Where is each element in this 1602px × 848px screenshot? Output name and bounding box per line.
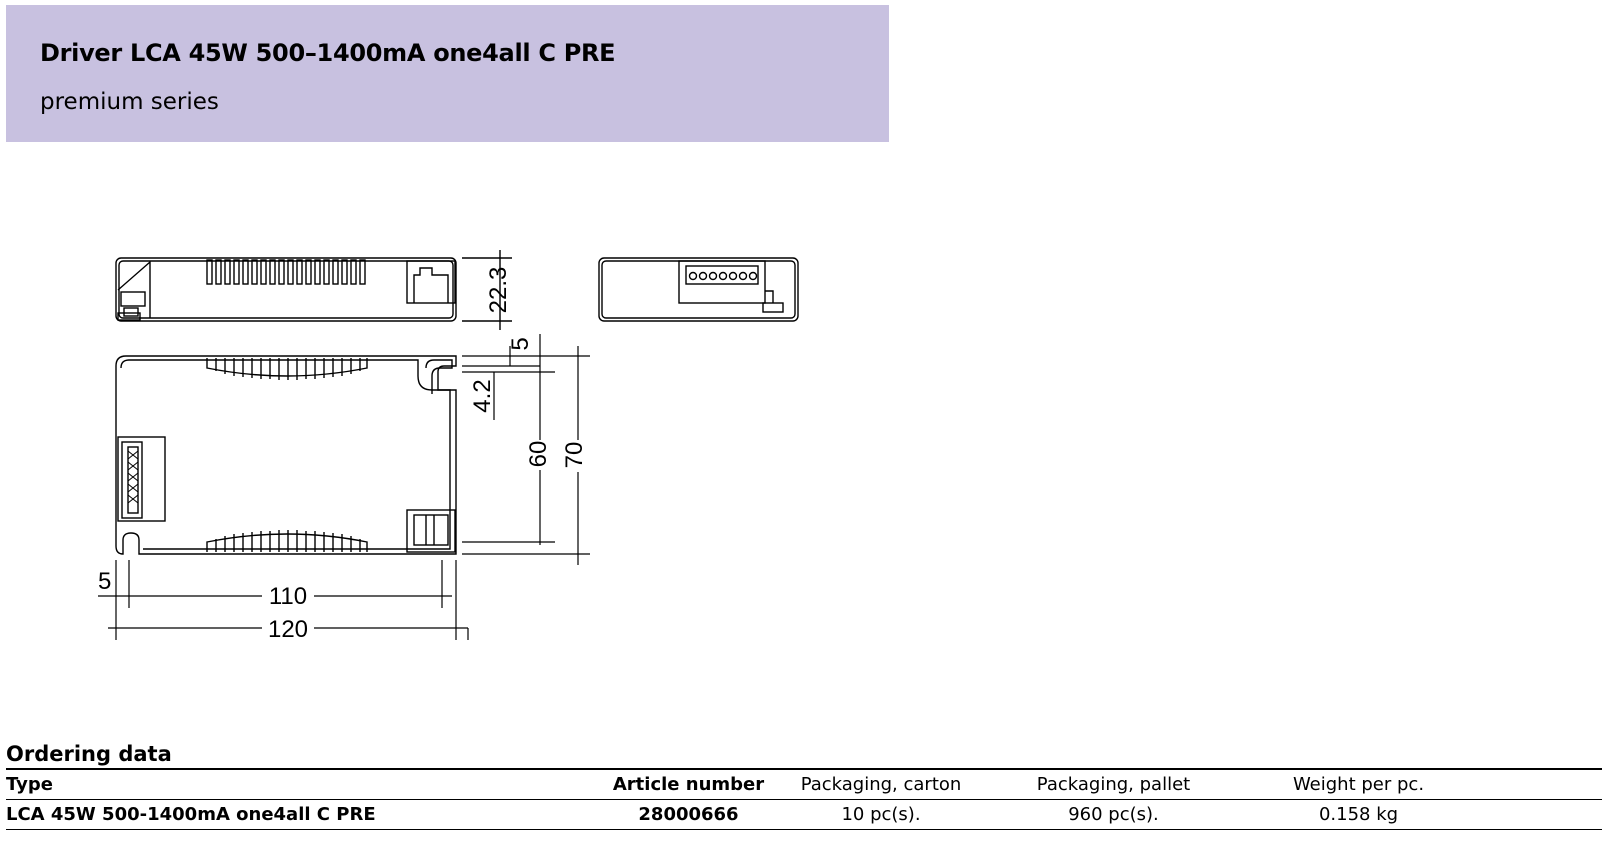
col-article-number: Article number [596,769,781,800]
ordering-table: Type Article number Packaging, carton Pa… [6,768,1602,830]
header-banner: Driver LCA 45W 500–1400mA one4all C PRE … [6,5,889,142]
dim-total-length-label: 120 [268,616,308,643]
col-weight: Weight per pc. [1246,769,1471,800]
dim-terminal-offset-label: 5 [507,337,534,350]
table-header-row: Type Article number Packaging, carton Pa… [6,769,1602,800]
product-title: Driver LCA 45W 500–1400mA one4all C PRE [40,39,616,67]
dim-mount-length-label: 110 [269,583,307,610]
top-view [115,355,457,555]
dimension-drawing: 22.3 5 4.2 60 70 5 110 120 [98,250,799,643]
cell-packaging-carton: 10 pc(s). [781,799,981,830]
dim-height-label: 22.3 [485,267,512,314]
side-view [115,250,512,330]
col-packaging-pallet: Packaging, pallet [981,769,1246,800]
dim-outer-width-label: 70 [561,442,588,469]
cell-spacer [1471,799,1602,830]
col-type: Type [6,769,596,800]
end-view [598,257,799,322]
cell-weight: 0.158 kg [1246,799,1471,830]
cell-article-number: 28000666 [596,799,781,830]
dim-left-offset-label: 5 [98,568,111,595]
col-packaging-carton: Packaging, carton [781,769,981,800]
dimension-lines [98,334,590,640]
dim-inner-width-label: 60 [525,441,552,468]
table-row: LCA 45W 500-1400mA one4all C PRE 2800066… [6,799,1602,830]
cell-packaging-pallet: 960 pc(s). [981,799,1246,830]
ordering-data-title: Ordering data [6,742,172,766]
cell-type: LCA 45W 500-1400mA one4all C PRE [6,799,596,830]
col-spacer [1471,769,1602,800]
dim-hole-offset-label: 4.2 [469,379,496,412]
product-subtitle: premium series [40,89,219,115]
